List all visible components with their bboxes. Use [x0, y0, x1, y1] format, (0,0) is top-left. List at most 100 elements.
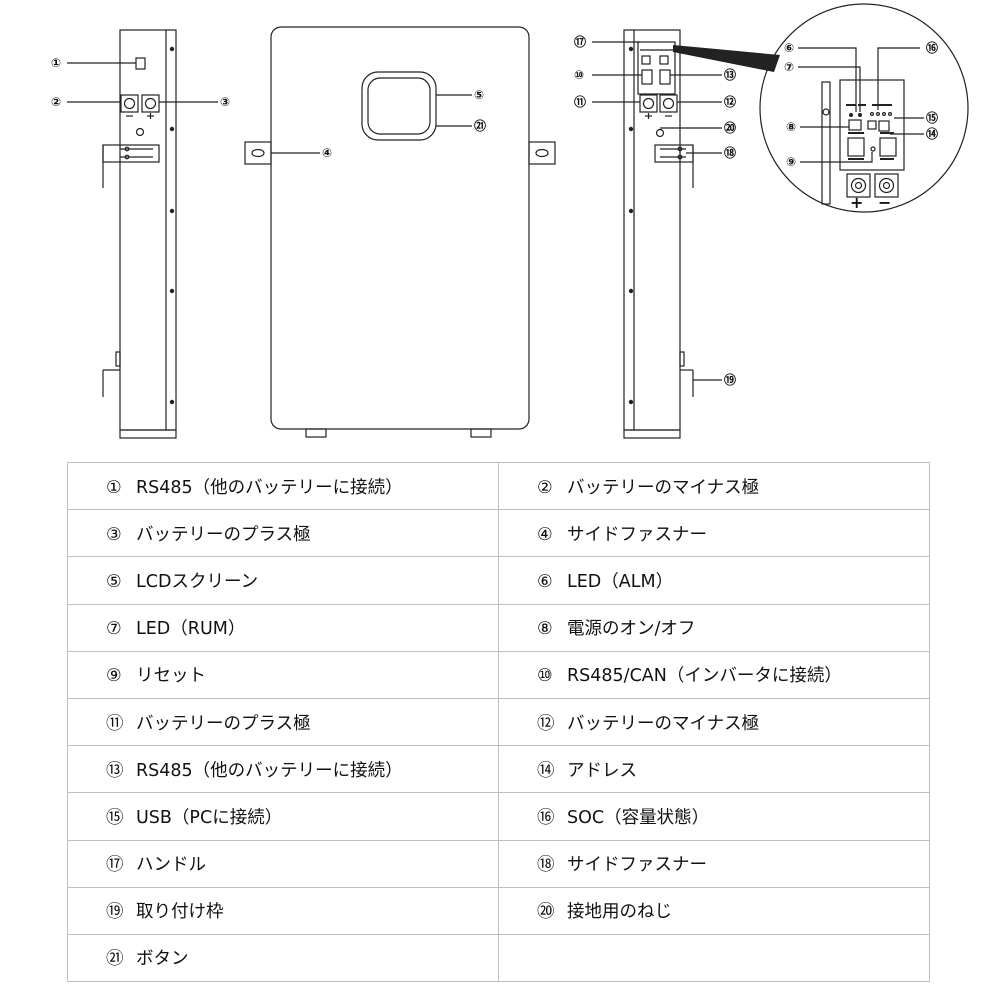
- legend-label: USB（PCに接続）: [136, 807, 283, 828]
- legend-number: ⑱: [537, 855, 555, 876]
- callout-12: ⑫: [724, 94, 736, 109]
- zoom-plus-sign: +: [850, 193, 863, 212]
- legend-row: ⑲ 取り付け枠 ⑳ 接地用のねじ: [67, 886, 930, 935]
- legend-label: 接地用のねじ: [567, 902, 672, 923]
- legend-label: LED（RUM）: [136, 619, 246, 640]
- legend-number: ⑩: [537, 666, 553, 687]
- callout-1: ①: [51, 56, 61, 70]
- callout-5: ⑤: [474, 88, 484, 102]
- callout-21: ㉑: [474, 118, 486, 133]
- left-foot: [119, 429, 177, 439]
- legend-number: ⑪: [106, 713, 124, 734]
- callout-3: ③: [220, 95, 230, 109]
- legend-number: ④: [537, 524, 553, 545]
- zoom-reset-button: [870, 146, 876, 152]
- zoom-power-switch: [847, 137, 865, 157]
- callout-15: ⑮: [926, 110, 938, 125]
- legend-row: ⑬ RS485（他のバッテリーに接続） ⑭ アドレス: [67, 745, 930, 794]
- legend-label: RS485（他のバッテリーに接続）: [136, 760, 403, 781]
- callout-13: ⑬: [724, 67, 736, 82]
- zoom-wedge: [673, 45, 780, 72]
- legend-label: リセット: [136, 666, 206, 687]
- legend-cell: ⑳ 接地用のねじ: [498, 886, 930, 935]
- zoom-plus-terminal: [846, 173, 871, 198]
- left-minus-terminal: [120, 94, 139, 113]
- callout-4: ④: [322, 146, 332, 160]
- legend-number: ㉑: [106, 949, 124, 970]
- legend-label: LED（ALM）: [567, 571, 674, 592]
- callout-2: ②: [51, 95, 61, 109]
- right-body: [623, 29, 681, 431]
- legend-number: ⑳: [537, 902, 555, 923]
- zoom-minus-sign: −: [878, 193, 891, 212]
- zoom-minus-terminal: [874, 173, 899, 198]
- legend-cell: ② バッテリーのマイナス極: [498, 461, 930, 511]
- legend-number: ⑨: [106, 666, 122, 687]
- front-left-fastener: [244, 141, 272, 165]
- legend-number: ⑬: [106, 760, 124, 781]
- legend-number: ⑫: [537, 713, 555, 734]
- right-side-view: [592, 29, 722, 439]
- legend-label: ハンドル: [136, 855, 206, 876]
- legend-label: SOC（容量状態）: [567, 807, 710, 828]
- legend-cell: ⑲ 取り付け枠: [67, 886, 499, 935]
- legend-number: ⑥: [537, 571, 553, 592]
- callout-8: ⑧: [786, 120, 796, 134]
- left-ground-screw: [135, 127, 145, 137]
- left-body: [119, 29, 177, 431]
- legend-label: RS485（他のバッテリーに接続）: [136, 477, 403, 498]
- left-rs485-port-box: [135, 57, 146, 70]
- legend-number: ⑦: [106, 619, 122, 640]
- legend-cell: ⑱ サイドファスナー: [498, 839, 930, 888]
- legend-number: ⑧: [537, 619, 553, 640]
- legend-cell: ⑬ RS485（他のバッテリーに接続）: [67, 745, 499, 794]
- legend-cell: ④ サイドファスナー: [498, 509, 930, 558]
- legend-number: ②: [537, 477, 553, 498]
- front-view: [244, 26, 556, 438]
- legend-label: 取り付け枠: [136, 902, 224, 923]
- legend-number: ⑤: [106, 571, 122, 592]
- zoom-circle: [759, 3, 969, 213]
- legend-row: ⑤ LCDスクリーン ⑥ LED（ALM）: [67, 556, 930, 605]
- legend-number: ⑯: [537, 807, 555, 828]
- legend-label: LCDスクリーン: [136, 571, 259, 592]
- legend-label: アドレス: [567, 760, 637, 781]
- legend-cell: ⑭ アドレス: [498, 745, 930, 794]
- callout-6: ⑥: [784, 41, 794, 55]
- callout-20: ⑳: [724, 120, 736, 135]
- legend-label: バッテリーのマイナス極: [567, 477, 760, 498]
- front-body: [270, 26, 530, 430]
- legend-cell: [498, 933, 930, 983]
- legend-cell: ⑯ SOC（容量状態）: [498, 792, 930, 841]
- legend-number: ⑭: [537, 760, 555, 781]
- legend-number: ③: [106, 524, 122, 545]
- legend-cell: ⑤ LCDスクリーン: [67, 556, 499, 605]
- left-side-view: [67, 29, 218, 439]
- callout-11: ⑪: [574, 94, 586, 109]
- front-right-fastener: [528, 141, 556, 165]
- legend-row: ③ バッテリーのプラス極 ④ サイドファスナー: [67, 509, 930, 558]
- lcd-screen: [361, 71, 437, 141]
- left-side-fastener: [102, 144, 160, 163]
- battery-diagram: + − ① ② ③ ④ ⑤ ㉑ ⑰ ⑩ ⑬ ⑪ ⑫ ⑳ ⑱ ⑲ ⑥ ⑦ ⑯ ⑮ …: [51, 3, 969, 439]
- callout-19: ⑲: [724, 372, 736, 387]
- legend-number: ⑲: [106, 902, 124, 923]
- legend-label: サイドファスナー: [567, 855, 707, 876]
- right-minus-terminal: [659, 94, 678, 113]
- legend-label: サイドファスナー: [567, 524, 707, 545]
- callout-14: ⑭: [926, 126, 938, 141]
- callout-9: ⑨: [786, 155, 796, 169]
- legend-label: バッテリーのプラス極: [136, 524, 311, 545]
